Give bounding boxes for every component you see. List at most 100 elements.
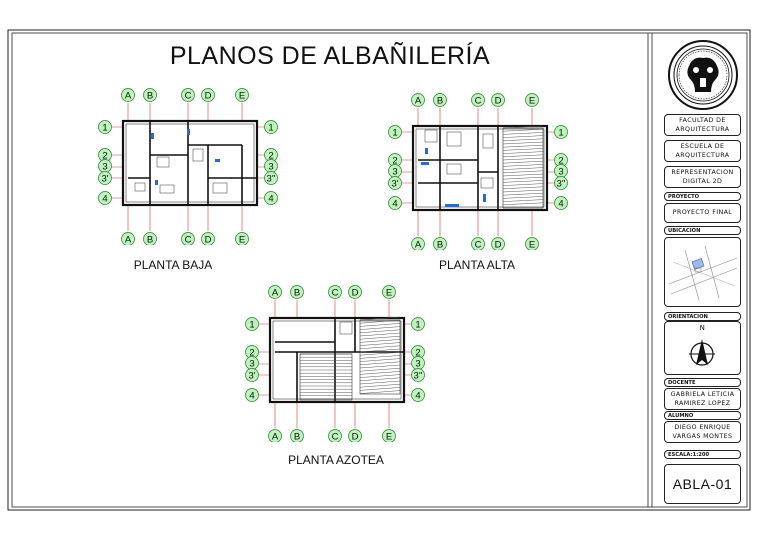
axis-label-row: 4 (392, 198, 397, 209)
fixture (339, 321, 353, 335)
stair-hatch (359, 374, 401, 378)
project-caption: PROYECTO (664, 192, 741, 201)
stair-hatch (502, 196, 544, 199)
fixture (134, 182, 146, 192)
axis-label-col: B (437, 239, 443, 250)
axis-bubble-col (433, 237, 447, 250)
stair-hatch (359, 364, 401, 369)
axis-label-row-right: 4 (415, 390, 420, 401)
axis-label-row-right: 4 (268, 193, 273, 204)
axis-label-row: 2 (102, 150, 107, 161)
opening-mark (151, 133, 154, 139)
axis-label-col: C (185, 90, 192, 101)
axis-bubble-row (388, 196, 402, 210)
axis-label-col: E (529, 239, 535, 250)
stair-hatch (502, 141, 544, 145)
sheet-number: ABLA-01 (664, 464, 741, 504)
axis-bubble-col (121, 88, 135, 102)
axis-bubble-row-right (554, 196, 568, 210)
axis-label-row: 4 (102, 193, 107, 204)
stair-hatch (502, 151, 544, 154)
axis-label-row-right: 2 (415, 347, 420, 358)
fixture (446, 163, 462, 175)
axis-label-row: 3' (101, 173, 108, 184)
axis-label-row: 3 (392, 166, 397, 177)
opening-mark (155, 180, 158, 185)
stair-hatch (502, 192, 544, 196)
stair-hatch (502, 135, 544, 138)
stair-outline (299, 353, 353, 401)
stair-hatch (502, 125, 544, 129)
fixture (424, 129, 438, 143)
school-box: ESCUELA DE ARQUITECTURA (664, 140, 741, 162)
axis-bubble-col (235, 88, 249, 102)
axis-label-row-right: 3'' (557, 178, 566, 189)
axis-bubble-row-right (264, 171, 278, 185)
opening-mark (215, 159, 220, 162)
fixture (482, 133, 494, 149)
axis-label-col: E (386, 431, 392, 442)
stair-hatch (502, 144, 544, 148)
project-box: PROYECTO FINAL (664, 203, 741, 223)
location-map-graphic (668, 245, 738, 301)
axis-bubble-row (388, 176, 402, 190)
axis-bubble-row-right (554, 125, 568, 139)
stair-hatch (359, 348, 401, 353)
north-arrow-icon (689, 339, 715, 366)
student-box: DIEGO ENRIQUE VARGAS MONTES (664, 421, 741, 443)
stair-hatch (502, 189, 544, 193)
sheet-title: PLANOS DE ALBAÑILERÍA (169, 42, 491, 70)
stair-hatch (502, 148, 544, 151)
axis-label-row: 3 (102, 161, 107, 172)
stair-hatch (502, 180, 544, 183)
axis-label-row: 2 (392, 155, 397, 166)
axis-label-col: E (239, 90, 245, 101)
fixture (480, 177, 494, 189)
axis-label-row-right: 1 (558, 127, 563, 138)
stair-hatch (502, 164, 544, 167)
stair-hatch (359, 323, 401, 327)
axis-label-row: 3 (249, 358, 254, 369)
axis-label-col: B (294, 431, 300, 442)
axis-label-row-right: 3'' (414, 370, 423, 381)
axis-label-col: C (185, 234, 192, 245)
orientation-box: N (664, 321, 741, 375)
axis-bubble-row-right (554, 176, 568, 190)
axis-bubble-col (491, 237, 505, 250)
axis-bubble-col (525, 93, 539, 107)
axis-bubble-col (328, 429, 342, 442)
plan-label-planta-alta: PLANTA ALTA (438, 258, 516, 272)
axis-label-col: D (205, 234, 212, 245)
axis-bubble-row (98, 191, 112, 205)
axis-label-row-right: 3'' (267, 173, 276, 184)
opening-mark (425, 148, 428, 154)
stair-hatch (359, 345, 401, 350)
stair-outline (502, 127, 544, 209)
stair-hatch (359, 355, 401, 359)
axis-label-row-right: 1 (415, 319, 420, 330)
stair-hatch (359, 387, 401, 391)
stair-hatch (359, 332, 401, 337)
axis-bubble-row (98, 120, 112, 134)
axis-label-col: B (294, 287, 300, 298)
stair-hatch (359, 329, 401, 334)
axis-bubble-col (382, 429, 396, 442)
stair-hatch (502, 186, 544, 190)
stair-hatch (502, 128, 544, 132)
axis-bubble-col (268, 429, 282, 442)
axis-bubble-col (328, 285, 342, 299)
stair-hatch (359, 335, 401, 340)
axis-bubble-col (411, 93, 425, 107)
stair-hatch (359, 316, 401, 321)
axis-bubble-col (491, 93, 505, 107)
stair-hatch (502, 167, 544, 170)
axis-label-col: A (415, 95, 422, 106)
axis-bubble-col (471, 93, 485, 107)
stair-hatch (359, 367, 401, 372)
axis-label-col: B (147, 234, 153, 245)
axis-bubble-col (201, 232, 215, 245)
